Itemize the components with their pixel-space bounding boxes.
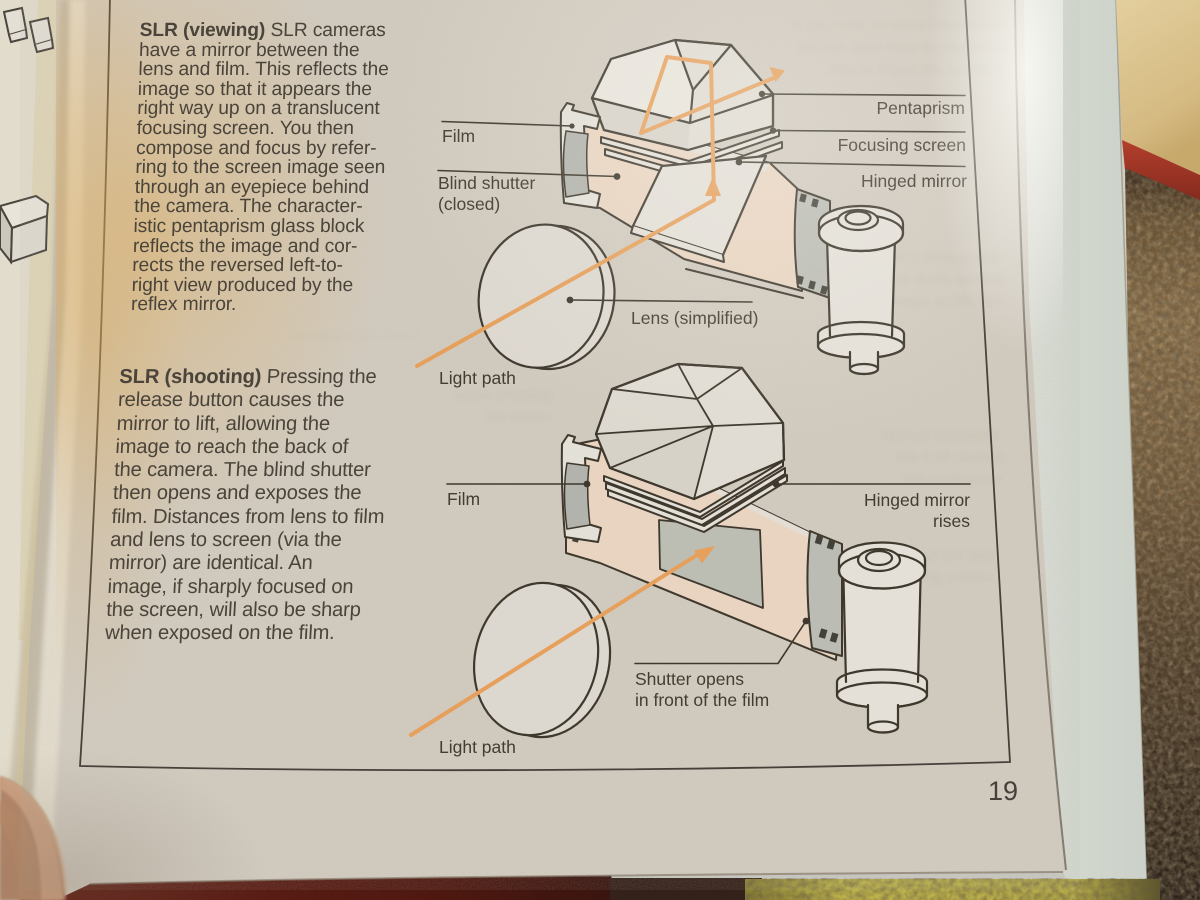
- svg-text:gnitoohs nehw: gnitoohs nehw: [455, 387, 552, 404]
- svg-text:Film: Film: [442, 126, 475, 146]
- svg-text:msirpatnep eht: msirpatnep eht: [902, 471, 1002, 488]
- svg-text:Blind shutter: Blind shutter: [438, 173, 535, 193]
- svg-text:noitamrofni erom rof deen uoy: noitamrofni erom rof deen uoy fi: [793, 17, 1005, 34]
- svg-text:Hinged mirror: Hinged mirror: [861, 171, 967, 191]
- svg-text:in front of the film: in front of the film: [635, 690, 769, 710]
- svg-text:Focusing screen: Focusing screen: [838, 135, 966, 155]
- svg-text:Lens (simplified): Lens (simplified): [631, 308, 758, 328]
- svg-text:Light path: Light path: [439, 737, 516, 757]
- svg-text:aremac RLS eht: aremac RLS eht: [896, 449, 1005, 466]
- svg-text:Film: Film: [447, 489, 480, 509]
- svg-text:Light path: Light path: [439, 368, 516, 388]
- svg-text:erusopxe eht tsujda ot woh: erusopxe eht tsujda ot woh: [829, 61, 1008, 78]
- svg-text:Shutter opens: Shutter opens: [635, 669, 744, 689]
- svg-text:Hinged mirror: Hinged mirror: [864, 490, 970, 510]
- svg-text:rises: rises: [933, 511, 970, 531]
- svg-text:rorrim eht: rorrim eht: [485, 409, 550, 426]
- svg-text:Pentaprism: Pentaprism: [876, 98, 965, 118]
- svg-text:seitreporp suoirav: seitreporp suoirav: [880, 427, 1000, 444]
- svg-text:sucof dna esopmoc: sucof dna esopmoc: [289, 327, 420, 344]
- svg-text:(closed): (closed): [438, 194, 500, 214]
- svg-text:srennigeb rof sette ssac mlif: srennigeb rof sette ssac mlif eht: [797, 39, 1010, 56]
